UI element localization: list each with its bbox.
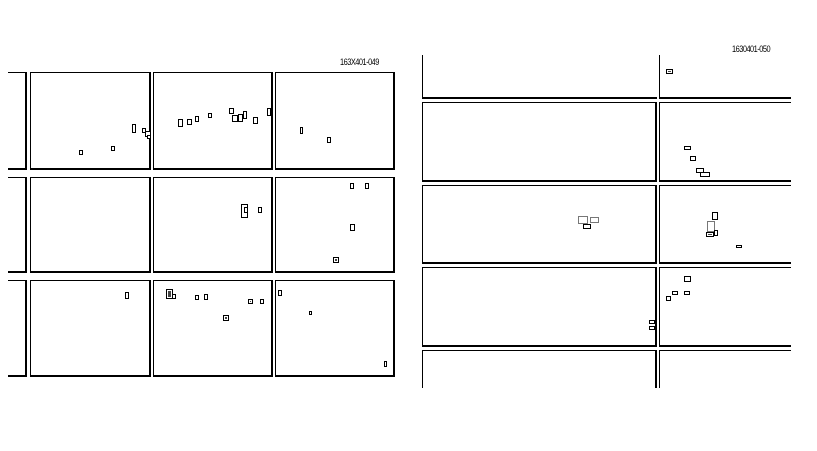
left-panel-r1-c3 <box>275 72 395 170</box>
left-panel-r2-c1 <box>30 177 151 273</box>
marker <box>267 108 271 116</box>
marker <box>684 146 691 150</box>
marker <box>132 124 136 133</box>
marker <box>208 113 212 118</box>
marker <box>309 311 312 315</box>
marker <box>706 232 714 237</box>
marker <box>172 294 176 299</box>
marker <box>142 128 146 133</box>
left-panel-r2-c2 <box>153 177 273 273</box>
marker <box>333 257 339 263</box>
marker <box>260 299 264 304</box>
right-panel-r4-c1 <box>659 267 791 347</box>
right-panel-r2-c0 <box>422 102 657 182</box>
marker <box>195 116 199 122</box>
marker <box>649 326 655 330</box>
right-sheet: 1630401-050 <box>410 0 817 451</box>
left-sheet: 163X401-049 <box>8 57 395 377</box>
marker <box>147 135 151 139</box>
marker <box>187 119 192 125</box>
left-panel-r3-c0 <box>8 280 27 377</box>
marker <box>365 183 369 189</box>
right-panel-r5-c0 <box>422 350 657 388</box>
marker <box>736 245 742 248</box>
marker <box>253 117 258 124</box>
marker <box>243 111 247 119</box>
left-panel-r2-c0 <box>8 177 27 273</box>
marker <box>244 207 248 213</box>
marker <box>178 119 183 127</box>
marker <box>223 315 229 321</box>
marker <box>672 291 678 295</box>
right-panel-r2-c1 <box>659 102 791 182</box>
left-panel-r2-c3 <box>275 177 395 273</box>
marker <box>350 224 355 231</box>
marker <box>583 224 591 229</box>
right-panel-r3-c0 <box>422 185 657 264</box>
marker <box>666 296 671 301</box>
marker <box>79 150 83 155</box>
marker <box>690 156 696 161</box>
marker <box>578 216 588 224</box>
left-panel-r3-c3 <box>275 280 395 377</box>
marker <box>350 183 354 189</box>
marker <box>590 217 599 223</box>
left-panel-r1-c2 <box>153 72 273 170</box>
marker <box>684 291 690 295</box>
right-sheet-id-label: 1630401-050 <box>732 44 771 54</box>
left-panel-r1-c1 <box>30 72 151 170</box>
right-panel-r5-c1 <box>659 350 791 388</box>
right-panel-r4-c0 <box>422 267 657 347</box>
marker <box>300 127 303 134</box>
marker <box>384 361 387 367</box>
right-panel-r3-c1 <box>659 185 791 264</box>
marker <box>327 137 331 143</box>
left-panel-r3-c2 <box>153 280 273 377</box>
marker <box>666 69 673 74</box>
marker <box>712 212 718 220</box>
marker <box>684 276 691 282</box>
marker <box>707 221 715 232</box>
left-sheet-id-label: 163X401-049 <box>340 57 379 67</box>
marker <box>248 299 253 304</box>
marker <box>700 172 710 177</box>
marker <box>238 114 243 122</box>
left-panel-r1-c0 <box>8 72 27 170</box>
marker <box>125 292 129 299</box>
marker <box>258 207 262 213</box>
marker <box>229 108 234 114</box>
marker <box>232 115 238 122</box>
marker <box>714 230 718 236</box>
marker <box>278 290 282 296</box>
marker <box>649 320 655 324</box>
marker <box>111 146 115 151</box>
left-panel-r3-c1 <box>30 280 151 377</box>
right-panel-top-c1 <box>659 55 791 99</box>
marker <box>204 294 208 300</box>
marker <box>195 295 199 300</box>
right-panel-top-c0 <box>422 55 657 99</box>
